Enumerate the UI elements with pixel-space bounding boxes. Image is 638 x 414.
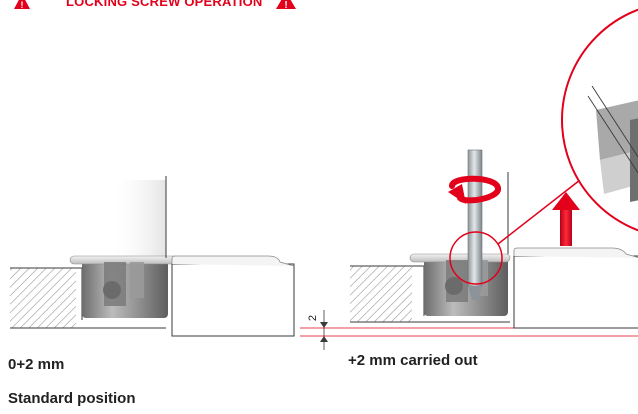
arrow-up-icon: [552, 192, 580, 246]
door-panel-left: [165, 176, 295, 337]
caption-left-value: 0+2 mm: [8, 356, 65, 373]
screwdriver-icon: [467, 149, 483, 300]
door-panel-right: [507, 172, 638, 329]
warning-triangle-icon: !: [14, 0, 30, 10]
warning-triangle-icon: !: [276, 0, 296, 11]
rotation-arrow-icon: [448, 175, 501, 204]
hinge-cup-right: [409, 253, 511, 316]
header-title: LOCKING SCREW OPERATION: [66, 0, 263, 9]
caption-right-label: +2 mm carried out: [348, 352, 478, 369]
cabinet-side-panel-right: [350, 265, 510, 323]
dimension-value: 2: [307, 315, 319, 321]
svg-text:!: !: [284, 0, 287, 11]
svg-text:!: !: [21, 0, 24, 10]
caption-left-label: Standard position: [8, 390, 136, 407]
detail-callout: [449, 179, 581, 285]
hinge-cup-left: [69, 255, 181, 318]
